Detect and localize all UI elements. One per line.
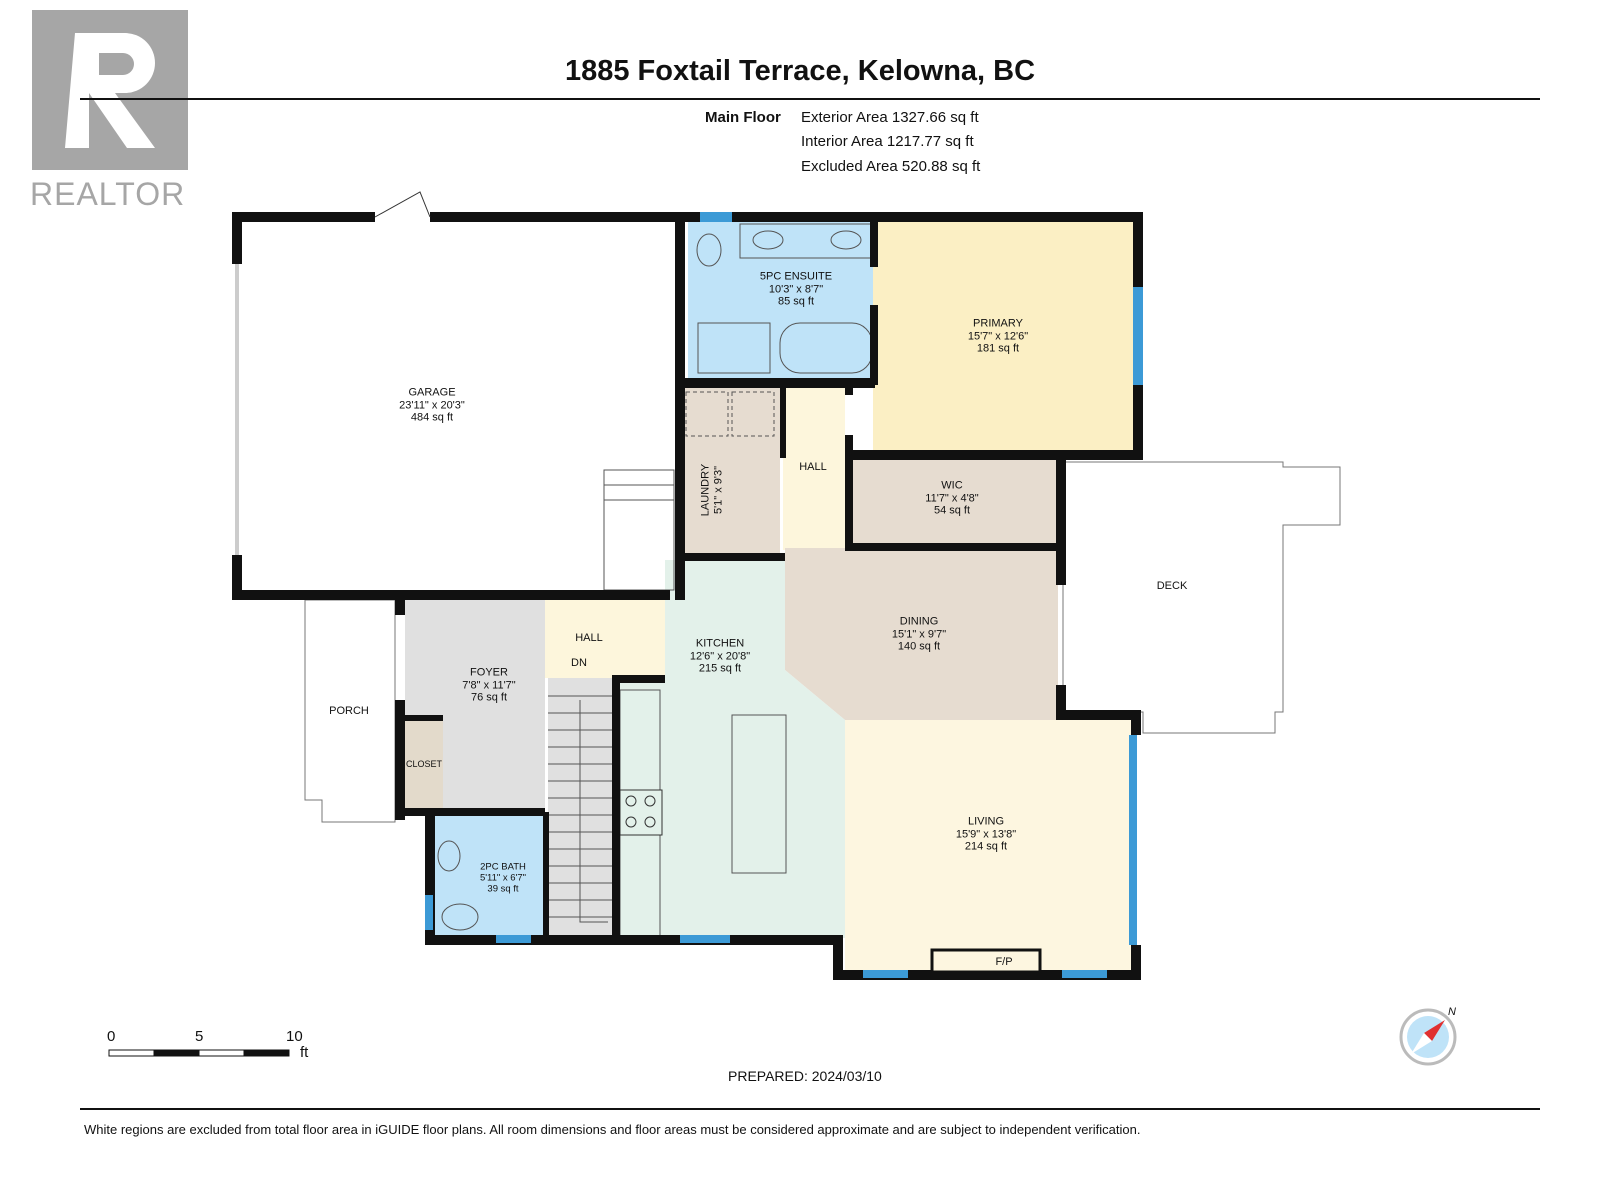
room-dims: 15'9" x 13'8" [955, 827, 1017, 840]
room-name: 2PC BATH [480, 861, 526, 873]
room-garage: GARAGE 23'11" x 20'3" 484 sq ft [399, 386, 465, 424]
room-name: LIVING [967, 815, 1005, 828]
room-2pc-bath: 2PC BATH 5'11" x 6'7" 39 sq ft [480, 862, 526, 895]
room-dims: 5'1" x 9'3" [712, 465, 724, 515]
room-living: LIVING 15'9" x 13'8" 214 sq ft [956, 815, 1016, 853]
living-fill [845, 720, 1135, 972]
room-area: 39 sq ft [487, 883, 519, 895]
room-kitchen: KITCHEN 12'6" x 20'8" 215 sq ft [690, 637, 750, 675]
realtor-logo: REALTOR [30, 8, 200, 212]
room-ensuite: 5PC ENSUITE 10'3" x 8'7" 85 sq ft [760, 270, 832, 308]
room-dims: 23'11" x 20'3" [399, 398, 465, 411]
deck-outline [1062, 461, 1341, 734]
room-name: CLOSET [405, 758, 443, 769]
room-porch: PORCH [329, 705, 369, 718]
room-area: 181 sq ft [976, 342, 1020, 355]
floor-label: Main Floor [705, 109, 781, 126]
excluded-area: Excluded Area 520.88 sq ft [801, 158, 981, 175]
room-dims: 11'7" x 4'8" [925, 491, 979, 504]
footer-disclaimer: White regions are excluded from total fl… [84, 1122, 1141, 1137]
bath2-fill [430, 815, 543, 938]
wic-fill [850, 460, 1060, 545]
room-closet: CLOSET [406, 758, 442, 771]
stairs-down-label: DN [571, 656, 587, 669]
scale-bar [108, 1049, 290, 1057]
realtor-r-icon [32, 10, 188, 170]
room-name: DECK [1156, 579, 1188, 592]
room-dims: 5'11" x 6'7" [479, 872, 527, 884]
room-name: PRIMARY [973, 317, 1023, 330]
stove-burners [625, 795, 656, 828]
hall-upper-fill [783, 388, 845, 550]
room-area: 85 sq ft [777, 295, 815, 308]
room-area: 140 sq ft [897, 640, 941, 653]
room-laundry: LAUNDRY 5'1" x 9'3" [700, 464, 725, 516]
room-name: WIC [941, 479, 963, 492]
room-wic: WIC 11'7" x 4'8" 54 sq ft [925, 479, 978, 517]
room-name: FOYER [470, 666, 508, 679]
primary-fill [873, 222, 1135, 452]
hall-lower-fill [545, 598, 665, 678]
fireplace-label: F/P [995, 955, 1013, 968]
room-deck: DECK [1157, 580, 1188, 593]
realtor-logo-text: REALTOR [30, 176, 186, 212]
room-name: PORCH [329, 704, 369, 717]
room-name: HALL [799, 460, 827, 473]
scale-tick-0: 0 [107, 1028, 116, 1045]
room-hall-lower: HALL [575, 632, 603, 645]
stair-treads [548, 695, 612, 923]
room-area: 215 sq ft [698, 662, 742, 675]
room-dims: 15'7" x 12'6" [967, 329, 1029, 342]
room-foyer: FOYER 7'8" x 11'7" 76 sq ft [462, 666, 515, 704]
scale-tick-10: 10 [286, 1028, 303, 1045]
walls [232, 212, 1143, 980]
bath2-fixtures [437, 840, 479, 931]
garage-side-opening [235, 264, 239, 555]
scale-unit: ft [300, 1044, 309, 1061]
fireplace [930, 948, 1042, 974]
room-dims: 12'6" x 20'8" [689, 649, 751, 662]
exterior-area: Exterior Area 1327.66 sq ft [801, 109, 979, 126]
windows [425, 212, 1143, 978]
room-dims: 7'8" x 11'7" [462, 678, 516, 691]
room-dining: DINING 15'1" x 9'7" 140 sq ft [892, 615, 946, 653]
room-name: HALL [575, 631, 603, 644]
compass-north-label: N [1448, 1006, 1456, 1018]
room-area: 214 sq ft [964, 840, 1008, 853]
interior-area: Interior Area 1217.77 sq ft [801, 133, 974, 150]
room-area: 76 sq ft [470, 691, 508, 704]
closet-fill [405, 718, 443, 808]
stove [619, 789, 663, 836]
prepared-date: PREPARED: 2024/03/10 [728, 1068, 882, 1084]
room-hall-upper: HALL [799, 461, 827, 474]
room-name: GARAGE [408, 386, 456, 399]
title-divider [80, 98, 1540, 100]
room-dims: 10'3" x 8'7" [768, 282, 824, 295]
dining-fill [785, 548, 1058, 720]
room-name: KITCHEN [695, 637, 745, 650]
garage-door-swing [374, 191, 431, 218]
footer-divider [80, 1108, 1540, 1110]
compass-icon [1399, 1008, 1457, 1066]
room-dims: 15'1" x 9'7" [891, 627, 947, 640]
garage-fill [238, 217, 675, 595]
room-name: LAUNDRY [699, 463, 712, 517]
room-name: DINING [899, 615, 939, 628]
scale-tick-5: 5 [195, 1028, 204, 1045]
room-name: 5PC ENSUITE [759, 270, 833, 283]
kitchen-island [731, 714, 787, 874]
room-area: 484 sq ft [410, 411, 454, 424]
page-title: 1885 Foxtail Terrace, Kelowna, BC [564, 55, 1036, 87]
room-area: 54 sq ft [933, 504, 971, 517]
room-primary: PRIMARY 15'7" x 12'6" 181 sq ft [968, 317, 1028, 355]
laundry-fixtures [685, 391, 775, 437]
